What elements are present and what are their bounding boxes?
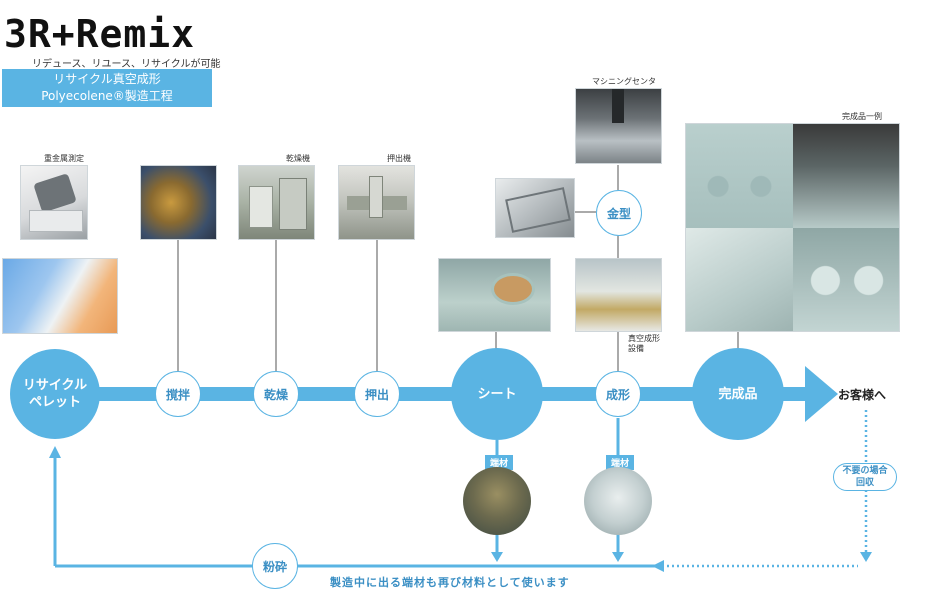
step-mold: 金型: [596, 190, 642, 236]
customer-return-left-arrow: [652, 560, 664, 572]
collect-line-1: 不要の場合: [842, 466, 888, 476]
destination-customer: お客様へ: [838, 388, 887, 402]
caption-metal: 重金属測定: [44, 154, 84, 163]
title-line-2: Polyecolene®製造工程: [41, 89, 173, 103]
step-recycled-pellet: リサイクル ペレット: [10, 349, 100, 439]
offcut-sheet-photo: [463, 467, 531, 535]
caption-vacuum-line-1: 真空成形: [628, 334, 660, 343]
step-extrude: 押出: [354, 371, 400, 417]
main-flow-arrowhead: [805, 366, 838, 422]
caption-vacuum-line-2: 設備: [628, 344, 644, 353]
customer-return-down-arrow: [860, 552, 872, 562]
tagline: リデュース、リユース、リサイクルが可能: [32, 59, 221, 70]
offcut-tag-sheet: 端材: [485, 455, 514, 470]
metal-analyzer-photo: [20, 165, 88, 240]
title-line-1: リサイクル真空成形: [53, 72, 161, 86]
dryer-photo: [238, 165, 315, 240]
step-product: 完成品: [692, 348, 784, 440]
step-pellet-line-2: ペレット: [28, 395, 81, 410]
offcut-form-photo: [584, 467, 652, 535]
step-form: 成形: [595, 371, 641, 417]
sheet-offcut-arrow: [491, 552, 503, 562]
caption-product-example: 完成品一例: [842, 112, 882, 121]
collect-line-2: 回収: [855, 478, 874, 488]
caption-dryer: 乾燥機: [286, 154, 310, 163]
step-stir: 撹拌: [155, 371, 201, 417]
step-sheet: シート: [451, 348, 543, 440]
bottom-note: 製造中に出る端材も再び材料として使います: [330, 576, 570, 589]
sheet-roll-photo: [438, 258, 551, 332]
form-offcut-arrow: [612, 552, 624, 562]
step-dry: 乾燥: [253, 371, 299, 417]
title-box: リサイクル真空成形 Polyecolene®製造工程: [2, 69, 212, 107]
offcut-tag-form: 端材: [606, 455, 635, 470]
caption-machining: マシニングセンタ: [592, 77, 656, 86]
step-crush: 粉砕: [252, 543, 298, 589]
logo: 3R+Remix: [4, 12, 196, 56]
recycled-pellets-photo: [2, 258, 118, 334]
return-up-arrow: [49, 446, 61, 458]
extruder-photo: [338, 165, 415, 240]
caption-vacuum: 真空成形 設備: [628, 334, 660, 354]
machining-center-photo: [575, 88, 662, 164]
mold-photo: [495, 178, 575, 238]
vacuum-forming-photo: [575, 258, 662, 332]
caption-extruder: 押出機: [387, 154, 411, 163]
product-example-photo: [685, 123, 900, 332]
collect-if-unneeded: 不要の場合 回収: [833, 463, 897, 491]
stirring-photo: [140, 165, 217, 240]
step-pellet-line-1: リサイクル: [22, 378, 88, 393]
